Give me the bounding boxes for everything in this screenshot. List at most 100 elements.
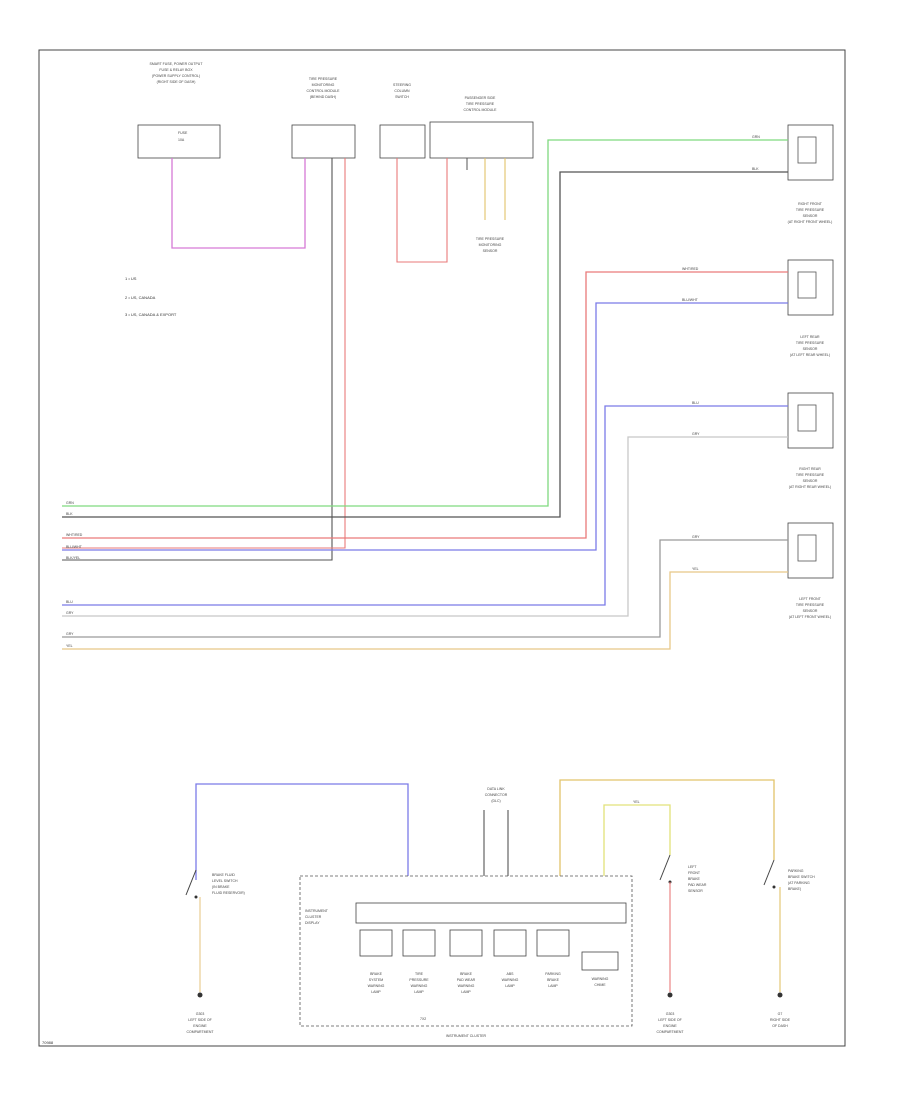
left-label-blu: BLU <box>66 600 73 604</box>
svg-text:G303: G303 <box>196 1012 205 1016</box>
svg-text:ENGINE: ENGINE <box>193 1024 207 1028</box>
wire-blu-bottom <box>195 783 409 880</box>
sensor-left-rear: LEFT REAR TIRE PRESSURE SENSOR (AT LEFT … <box>787 259 834 357</box>
svg-text:TIRE PRESSURE: TIRE PRESSURE <box>466 102 495 106</box>
sensor-right-front: RIGHT FRONT TIRE PRESSURE SENSOR (AT RIG… <box>787 124 834 224</box>
svg-text:TIRE: TIRE <box>415 972 424 976</box>
svg-text:LEFT FRONT: LEFT FRONT <box>799 597 821 601</box>
wire-label-whtred: WHT/RED <box>682 267 699 271</box>
svg-text:TIRE PRESSURE: TIRE PRESSURE <box>796 208 825 212</box>
svg-text:7X2: 7X2 <box>420 1017 426 1021</box>
svg-text:COMPARTMENT: COMPARTMENT <box>186 1030 214 1034</box>
svg-text:SWITCH: SWITCH <box>395 95 409 99</box>
svg-text:1 • US: 1 • US <box>125 276 137 281</box>
wire-yel-parking <box>559 779 775 876</box>
svg-text:LEFT SIDE OF: LEFT SIDE OF <box>188 1018 211 1022</box>
svg-text:WARNING: WARNING <box>368 984 385 988</box>
svg-text:SENSOR: SENSOR <box>688 889 703 893</box>
svg-text:BRAKE: BRAKE <box>460 972 473 976</box>
svg-text:SMART FUSE, POWER OUTPUT: SMART FUSE, POWER OUTPUT <box>150 62 204 66</box>
svg-text:INSTRUMENT: INSTRUMENT <box>305 909 329 913</box>
brake-pad-wear-sensor: LEFT FRONT BRAKE PAD WEAR SENSOR <box>659 854 707 893</box>
wire-label-bluwht: BLU/WHT <box>682 298 699 302</box>
svg-text:OF DASH: OF DASH <box>772 1024 788 1028</box>
svg-text:PRESSURE: PRESSURE <box>409 978 429 982</box>
wire-org-lf <box>62 571 788 650</box>
left-label-grn: GRN <box>66 501 74 505</box>
svg-text:LAMP: LAMP <box>548 984 558 988</box>
svg-text:SENSOR: SENSOR <box>803 479 818 483</box>
lamp-tire-pressure: TIRE PRESSURE WARNING LAMP <box>409 972 429 994</box>
lamp-abs: ABS WARNING LAMP <box>502 972 519 988</box>
ground-left: G303 LEFT SIDE OF ENGINE COMPARTMENT <box>186 992 214 1034</box>
svg-text:SENSOR: SENSOR <box>483 249 498 253</box>
svg-text:2 • US, CANADA: 2 • US, CANADA <box>125 295 156 300</box>
svg-text:ENGINE: ENGINE <box>663 1024 677 1028</box>
diagram-frame <box>38 49 846 1047</box>
svg-text:SYSTEM: SYSTEM <box>369 978 383 982</box>
svg-text:LAMP: LAMP <box>414 990 424 994</box>
svg-text:TIRE PRESSURE: TIRE PRESSURE <box>309 77 338 81</box>
page-code: 70988 <box>42 1040 54 1045</box>
svg-text:DATA LINK: DATA LINK <box>487 787 505 791</box>
svg-text:RIGHT REAR: RIGHT REAR <box>799 467 821 471</box>
svg-text:10A: 10A <box>178 138 185 142</box>
svg-text:LAMP: LAMP <box>371 990 381 994</box>
tpm-connector-label: TIRE PRESSURE MONITORING SENSOR <box>476 237 505 253</box>
lamp-brake-system: BRAKE SYSTEM WARNING LAMP <box>368 972 385 994</box>
steering-column-switch: STEERING COLUMN SWITCH <box>379 83 426 159</box>
svg-text:INSTRUMENT CLUSTER: INSTRUMENT CLUSTER <box>446 1034 487 1038</box>
left-label-blk: BLK <box>66 512 73 516</box>
svg-text:(POWER SUPPLY CONTROL): (POWER SUPPLY CONTROL) <box>152 74 200 78</box>
svg-text:FUSE: FUSE <box>178 131 188 135</box>
left-label-blkyel: BLK/YEL <box>66 556 80 560</box>
svg-text:(RIGHT SIDE OF DASH): (RIGHT SIDE OF DASH) <box>157 80 196 84</box>
svg-text:3 • US, CANADA & EXPORT: 3 • US, CANADA & EXPORT <box>125 312 177 317</box>
svg-text:PARKING: PARKING <box>788 869 804 873</box>
svg-text:LAMP: LAMP <box>461 990 471 994</box>
svg-text:BRAKE: BRAKE <box>547 978 560 982</box>
option-legend: 1 • US 2 • US, CANADA 3 • US, CANADA & E… <box>125 276 177 317</box>
dlc-label: DATA LINK CONNECTOR (DLC) <box>485 787 508 803</box>
sensor-right-rear: RIGHT REAR TIRE PRESSURE SENSOR (AT RIGH… <box>787 392 834 489</box>
wire-label-gry2: GRY <box>692 535 700 539</box>
wire-red-lr <box>62 271 788 539</box>
wire-label-grn: GRN <box>752 135 760 139</box>
svg-text:CLUSTER: CLUSTER <box>305 915 322 919</box>
wire-gry-lf <box>62 539 788 638</box>
svg-text:FUSE & RELAY BOX: FUSE & RELAY BOX <box>159 68 193 72</box>
lamp-parking-brake: PARKING BRAKE LAMP <box>545 972 561 988</box>
svg-text:CONTROL MODULE: CONTROL MODULE <box>307 89 341 93</box>
wire-blk-vertical <box>62 158 333 561</box>
wire-blu-rr <box>62 405 788 606</box>
svg-text:SENSOR: SENSOR <box>803 214 818 218</box>
wire-pnk <box>171 158 306 249</box>
svg-text:BRAKE): BRAKE) <box>788 887 801 891</box>
ground-right: G7 RIGHT SIDE OF DASH <box>770 992 791 1028</box>
svg-text:COLUMN: COLUMN <box>394 89 410 93</box>
svg-text:BRAKE FLUID: BRAKE FLUID <box>212 873 235 877</box>
svg-text:WARNING: WARNING <box>411 984 428 988</box>
svg-text:WARNING: WARNING <box>502 978 519 982</box>
svg-text:G303: G303 <box>666 1012 675 1016</box>
left-label-bluwht: BLU/WHT <box>66 545 83 549</box>
parking-brake-switch: PARKING BRAKE SWITCH (AT PARKING BRAKE) <box>763 859 815 891</box>
svg-text:STEERING: STEERING <box>393 83 411 87</box>
svg-text:(AT LEFT FRONT WHEEL): (AT LEFT FRONT WHEEL) <box>789 615 831 619</box>
svg-text:TIRE PRESSURE: TIRE PRESSURE <box>796 341 825 345</box>
passenger-side-module: PASSENGER SIDE TIRE PRESSURE CONTROL MOD… <box>429 96 534 159</box>
svg-text:LAMP: LAMP <box>505 984 515 988</box>
wire-label-yel-pad: YEL <box>633 800 640 804</box>
svg-text:(AT LEFT REAR WHEEL): (AT LEFT REAR WHEEL) <box>790 353 830 357</box>
left-label-gry: GRY <box>66 611 74 615</box>
svg-text:FRONT: FRONT <box>688 871 701 875</box>
svg-text:(IN BRAKE: (IN BRAKE <box>212 885 230 889</box>
svg-text:TIRE PRESSURE: TIRE PRESSURE <box>476 237 505 241</box>
wire-label-blk: BLK <box>752 167 759 171</box>
svg-text:TIRE PRESSURE: TIRE PRESSURE <box>796 603 825 607</box>
warning-chime: WARNING CHIME <box>592 977 609 987</box>
brake-fluid-level-switch: BRAKE FLUID LEVEL SWITCH (IN BRAKE FLUID… <box>185 869 245 899</box>
svg-text:MONITORING: MONITORING <box>312 83 335 87</box>
svg-text:RIGHT SIDE: RIGHT SIDE <box>770 1018 791 1022</box>
svg-text:BRAKE: BRAKE <box>370 972 383 976</box>
